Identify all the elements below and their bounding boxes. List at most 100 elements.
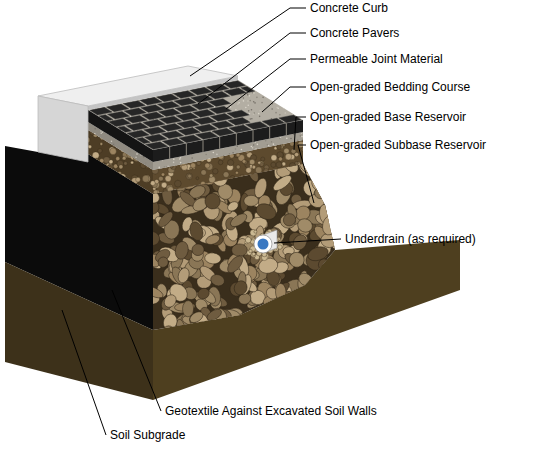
stone — [296, 217, 315, 235]
stone — [103, 175, 108, 180]
grit — [229, 153, 231, 155]
stone — [299, 170, 303, 174]
stone — [87, 166, 93, 172]
stone — [203, 193, 207, 197]
grit — [291, 100, 293, 102]
grit — [304, 100, 306, 102]
grit — [298, 167, 300, 169]
stone — [94, 178, 99, 183]
stone — [276, 327, 294, 349]
stone — [315, 283, 332, 302]
curb-top — [38, 66, 238, 106]
stone — [312, 185, 328, 201]
grit — [273, 89, 275, 91]
stone — [200, 181, 205, 186]
stone — [234, 185, 240, 191]
stone — [244, 319, 266, 336]
grit — [100, 133, 102, 135]
grit — [96, 149, 98, 151]
paver-brick — [227, 110, 249, 118]
stone — [120, 178, 123, 181]
callout-label: Permeable Joint Material — [310, 52, 443, 66]
paver-front — [153, 120, 303, 162]
stone — [220, 193, 223, 196]
stone — [294, 175, 301, 182]
grit — [303, 139, 305, 141]
stone — [303, 157, 308, 162]
grit — [272, 159, 274, 161]
stone — [315, 267, 341, 292]
stone — [289, 304, 305, 320]
grit — [279, 138, 281, 140]
stone — [262, 329, 274, 342]
grit — [305, 79, 307, 81]
stone — [254, 194, 259, 199]
grit — [265, 140, 267, 142]
stone — [301, 147, 306, 152]
stone — [98, 191, 105, 198]
grit — [301, 146, 303, 148]
stone — [278, 190, 283, 195]
stone — [103, 184, 107, 188]
soil-right-face — [153, 240, 460, 400]
stone — [268, 186, 272, 190]
grit — [195, 160, 197, 162]
stone — [325, 254, 341, 270]
stone — [271, 162, 276, 167]
grit — [205, 154, 207, 156]
grit — [95, 154, 97, 156]
grit — [238, 102, 240, 104]
stone — [271, 171, 276, 176]
grit — [282, 156, 284, 158]
grit — [102, 131, 104, 133]
stone — [230, 180, 235, 185]
stone — [286, 189, 289, 192]
grit — [247, 93, 249, 95]
stone — [282, 191, 287, 196]
grit — [100, 130, 102, 132]
grit — [115, 154, 117, 156]
stone — [88, 145, 91, 148]
stone — [93, 176, 99, 182]
stone — [255, 193, 261, 199]
stone — [92, 152, 99, 159]
grit — [111, 166, 113, 168]
paver-joint — [219, 137, 220, 149]
underdrain-pipe — [254, 230, 277, 253]
stone — [260, 172, 264, 176]
paver-joint — [286, 123, 287, 135]
grit — [236, 145, 238, 147]
grit — [291, 166, 293, 168]
stone — [182, 300, 194, 317]
stone — [260, 314, 280, 334]
grit — [293, 94, 295, 96]
grit — [100, 149, 102, 151]
stone — [266, 303, 280, 317]
stone — [107, 164, 112, 169]
paver-joint — [169, 147, 170, 159]
grit — [249, 169, 251, 171]
leader-line — [274, 239, 341, 243]
stone — [190, 163, 195, 168]
grit — [275, 151, 277, 153]
grit — [281, 104, 283, 106]
grit — [284, 93, 286, 95]
stone — [284, 326, 304, 347]
stone — [238, 321, 260, 338]
stone — [308, 172, 331, 194]
grit — [136, 171, 138, 173]
grit — [247, 104, 249, 106]
grit — [259, 110, 261, 112]
stone — [281, 322, 300, 341]
grit — [273, 99, 275, 101]
stone — [289, 182, 294, 187]
gravel — [250, 229, 257, 236]
stone — [100, 183, 105, 188]
stone — [128, 191, 133, 196]
leader-line — [198, 33, 306, 104]
stone — [114, 180, 117, 183]
grit — [296, 142, 298, 144]
stone — [93, 159, 98, 164]
stone — [331, 310, 348, 329]
stone — [327, 194, 343, 214]
